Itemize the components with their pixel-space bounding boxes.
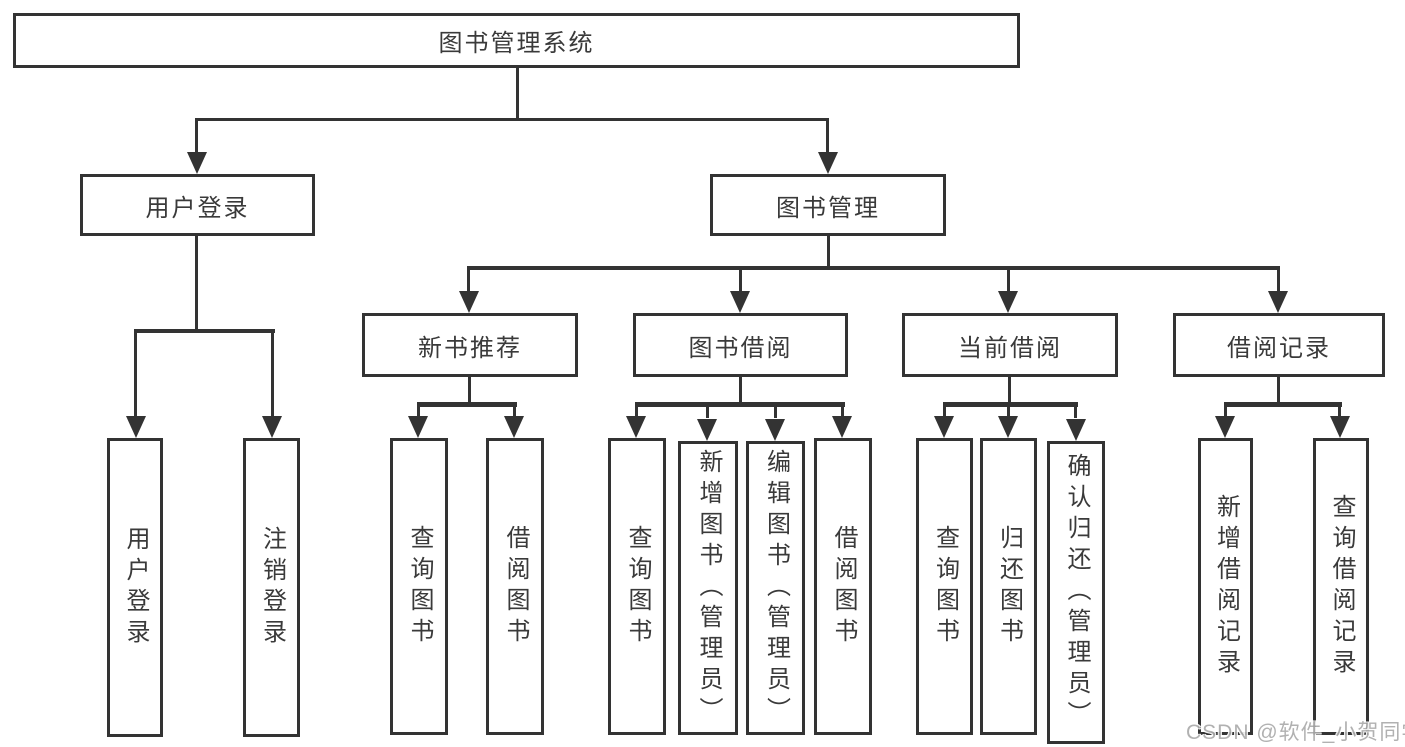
- arrow-down-icon: [1268, 291, 1288, 313]
- arrow-down-icon: [730, 291, 750, 313]
- leaf-label: 注销登录: [258, 525, 286, 650]
- arrow-down-icon: [1066, 419, 1086, 441]
- connector-book-borrowing-horizontal: [635, 402, 845, 407]
- connector-stem-user-login: [195, 118, 198, 158]
- connector-book-management-down: [827, 236, 830, 269]
- connector-current-borrowing-horizontal: [943, 402, 1078, 407]
- arrow-down-icon: [459, 291, 479, 313]
- node-label: 当前借阅: [958, 334, 1062, 362]
- arrow-down-icon: [126, 416, 146, 438]
- leaf-query-books: 查询图书: [390, 438, 448, 735]
- connector-stem-book-management: [826, 118, 829, 158]
- node-borrowing-records: 借阅记录: [1173, 313, 1385, 377]
- leaf-edit-books-admin: 编辑图书（管理员）: [746, 441, 805, 735]
- arrow-down-icon: [408, 416, 428, 438]
- arrow-down-icon: [504, 416, 524, 438]
- connector-root-horizontal: [195, 118, 829, 121]
- connector-stem: [706, 402, 709, 418]
- leaf-query-books: 查询图书: [916, 438, 973, 735]
- arrow-down-icon: [934, 416, 954, 438]
- watermark-text: CSDN @软件_小贺同学: [1186, 721, 1405, 744]
- node-label: 借阅记录: [1227, 334, 1331, 362]
- leaf-label: 查询图书: [624, 524, 651, 649]
- connector-borrowing-records-horizontal: [1224, 402, 1342, 407]
- connector-new-book-horizontal: [417, 402, 517, 407]
- leaf-add-books-admin: 新增图书（管理员）: [678, 441, 738, 735]
- node-label: 用户登录: [145, 194, 250, 222]
- node-root-library-management-system: 图书管理系统: [13, 13, 1020, 68]
- leaf-borrow-books: 借阅图书: [814, 438, 872, 735]
- leaf-borrow-books: 借阅图书: [486, 438, 544, 735]
- arrow-down-icon: [626, 416, 646, 438]
- node-label: 图书管理系统: [438, 30, 595, 57]
- connector-stem: [635, 402, 638, 418]
- connector-stem: [739, 266, 742, 295]
- connector-stem: [1007, 266, 1010, 295]
- arrow-down-icon: [697, 419, 717, 441]
- leaf-label: 查询图书: [931, 524, 959, 649]
- connector-stem: [1338, 402, 1341, 418]
- leaf-label: 确认归还（管理员）: [1063, 453, 1090, 732]
- arrow-down-icon: [832, 416, 852, 438]
- connector-user-login-horizontal: [134, 329, 275, 333]
- connector-user-login-down: [195, 236, 198, 332]
- connector-stem: [467, 266, 470, 295]
- connector-current-borrowing-down: [1008, 377, 1011, 404]
- leaf-return-books: 归还图书: [980, 438, 1037, 735]
- arrow-down-icon: [765, 419, 785, 441]
- leaf-label: 查询借阅记录: [1328, 493, 1355, 680]
- leaf-label: 编辑图书（管理员）: [762, 448, 790, 728]
- connector-book-borrowing-down: [739, 377, 742, 404]
- connector-stem: [513, 402, 516, 418]
- leaf-query-books: 查询图书: [608, 438, 666, 735]
- connector-stem: [1007, 402, 1010, 418]
- leaf-user-login: 用户登录: [107, 438, 163, 737]
- arrow-down-icon: [1330, 416, 1350, 438]
- arrow-down-icon: [998, 416, 1018, 438]
- arrow-down-icon: [998, 291, 1018, 313]
- leaf-label: 查询图书: [406, 524, 433, 649]
- connector-stem: [271, 329, 274, 418]
- connector-stem: [943, 402, 946, 418]
- connector-root-down: [516, 68, 519, 120]
- connector-book-management-horizontal: [467, 266, 1280, 270]
- leaf-label: 新增借阅记录: [1212, 493, 1240, 680]
- node-label: 图书借阅: [688, 334, 793, 362]
- leaf-label: 借阅图书: [830, 524, 857, 649]
- node-label: 新书推荐: [418, 334, 522, 362]
- connector-stem: [841, 402, 844, 418]
- leaf-label: 新增图书（管理员）: [695, 448, 722, 728]
- connector-stem: [1074, 402, 1077, 418]
- leaf-query-borrow-record: 查询借阅记录: [1313, 438, 1369, 735]
- arrow-down-icon: [1215, 416, 1235, 438]
- leaf-label: 借阅图书: [502, 524, 529, 649]
- arrow-down-icon: [187, 152, 207, 174]
- arrow-down-icon: [818, 152, 838, 174]
- leaf-label: 用户登录: [122, 525, 149, 650]
- node-book-management: 图书管理: [710, 174, 946, 236]
- leaf-add-borrow-record: 新增借阅记录: [1198, 438, 1253, 735]
- node-user-login: 用户登录: [80, 174, 315, 236]
- node-book-borrowing: 图书借阅: [633, 313, 848, 377]
- leaf-confirm-return-admin: 确认归还（管理员）: [1047, 441, 1105, 744]
- arrow-down-icon: [262, 416, 282, 438]
- connector-borrowing-records-down: [1277, 377, 1280, 404]
- node-label: 图书管理: [776, 194, 880, 222]
- csdn-watermark: CSDN @软件_小贺同学: [1186, 716, 1405, 746]
- connector-stem: [134, 329, 137, 418]
- node-current-borrowing: 当前借阅: [902, 313, 1118, 377]
- node-new-book-recommend: 新书推荐: [362, 313, 578, 377]
- connector-stem: [774, 402, 777, 418]
- connector-new-book-down: [468, 377, 471, 404]
- connector-stem: [1224, 402, 1227, 418]
- connector-stem: [1277, 266, 1280, 295]
- leaf-logout: 注销登录: [243, 438, 300, 737]
- connector-stem: [417, 402, 420, 418]
- leaf-label: 归还图书: [995, 524, 1023, 649]
